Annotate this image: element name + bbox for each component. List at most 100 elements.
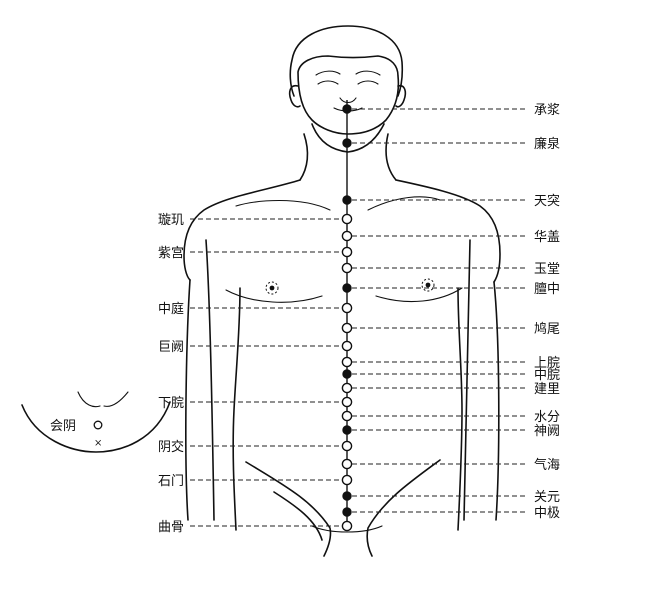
- right-pectoral: [375, 287, 463, 303]
- point-label-yutang: 玉堂: [534, 262, 560, 277]
- inset-label-huiyin: 会阴: [50, 419, 76, 434]
- left-shoulder: [183, 179, 301, 281]
- point-marker-yutang: [341, 262, 353, 274]
- point-label-shimen: 石门: [158, 474, 184, 489]
- point-marker-shangwan: [341, 356, 353, 368]
- point-label-chengjiang: 承浆: [534, 103, 560, 118]
- point-label-shenque: 神阙: [534, 424, 560, 439]
- acupoint-xiawan: 下脘: [158, 396, 353, 411]
- acupoint-xuanji: 璇玑: [158, 213, 353, 228]
- body-outline: [183, 25, 501, 557]
- left-nipple: [265, 281, 279, 295]
- left-clavicle: [235, 199, 331, 211]
- point-label-xuanji: 璇玑: [158, 213, 184, 228]
- point-marker-xiawan: [341, 396, 353, 408]
- point-label-zhongwan: 中脘: [534, 368, 560, 383]
- point-marker-yinjiao: [341, 440, 353, 452]
- acupoint-shimen: 石门: [158, 474, 353, 489]
- point-marker-zhongwan: [342, 369, 352, 379]
- acupoint-yinjiao: 阴交: [158, 439, 353, 455]
- acupoint-huagai: 华盖: [341, 230, 560, 245]
- point-label-lianquan: 廉泉: [534, 136, 560, 152]
- point-label-shuifen: 水分: [534, 410, 560, 425]
- acupoint-qihai: 气海: [341, 457, 560, 473]
- acupoint-zhongji: 中极: [342, 506, 560, 521]
- acupoint-yutang: 玉堂: [341, 262, 560, 277]
- point-marker-jiuwei: [341, 322, 353, 334]
- left-arm: [185, 239, 215, 521]
- neck-right: [385, 133, 397, 181]
- left-ear: [288, 84, 301, 108]
- point-marker-zhongji: [342, 507, 352, 517]
- point-marker-zigong: [341, 246, 353, 258]
- point-label-guanyuan: 关元: [534, 490, 560, 505]
- point-label-huagai: 华盖: [534, 230, 560, 245]
- right-brow: [355, 70, 381, 76]
- inset-anus-mark: ×: [94, 438, 102, 449]
- thigh-left: [273, 491, 323, 541]
- neck-left: [299, 133, 309, 181]
- head-outline: [289, 25, 404, 97]
- acupoint-shenque: 神阙: [342, 424, 560, 439]
- point-marker-qugu: [341, 520, 353, 532]
- right-eye: [357, 80, 379, 85]
- point-label-juque: 巨阙: [158, 340, 184, 355]
- point-marker-chengjiang: [342, 104, 352, 114]
- right-arm: [463, 239, 500, 521]
- torso-right: [457, 287, 463, 531]
- jaw-line: [311, 123, 385, 153]
- point-marker-huagai: [341, 230, 353, 242]
- acupoint-zigong: 紫宫: [158, 246, 353, 261]
- point-label-zhongting: 中庭: [158, 301, 184, 317]
- right-clavicle: [367, 196, 441, 211]
- torso-left: [232, 287, 241, 531]
- acupoint-zhongting: 中庭: [158, 301, 353, 317]
- acupoint-shangwan: 上脘: [341, 356, 560, 371]
- acupoint-lianquan: 廉泉: [342, 136, 560, 152]
- acupoint-danzhong: 膻中: [342, 282, 560, 297]
- right-shoulder: [395, 179, 501, 283]
- face-outline: [297, 55, 400, 135]
- point-label-jiuwei: 鸠尾: [534, 321, 560, 337]
- nose: [339, 97, 357, 104]
- right-ear: [395, 84, 407, 108]
- point-marker-jianli: [341, 382, 353, 394]
- perineum-inset: 会阴 ×: [21, 391, 171, 453]
- point-marker-juque: [341, 340, 353, 352]
- acupoints-layer: 承浆廉泉天突璇玑华盖紫宫玉堂膻中中庭鸠尾巨阙上脘中脘建里下脘水分神阙阴交气海石门…: [158, 103, 560, 535]
- acupoint-zhongwan: 中脘: [342, 368, 560, 383]
- point-label-danzhong: 膻中: [534, 282, 560, 297]
- pubic-line: [311, 525, 383, 533]
- acupoint-tiantu: 天突: [342, 193, 560, 209]
- point-marker-lianquan: [342, 138, 352, 148]
- point-label-zigong: 紫宫: [158, 246, 184, 261]
- acupoint-shuifen: 水分: [341, 410, 560, 425]
- acupoint-jianli: 建里: [341, 382, 560, 397]
- point-marker-shuifen: [341, 410, 353, 422]
- point-marker-xuanji: [341, 213, 353, 225]
- acupoint-qugu: 曲骨: [158, 520, 353, 535]
- acupoint-juque: 巨阙: [158, 340, 353, 355]
- left-pectoral: [225, 289, 323, 303]
- inset-huiyin-point: [93, 420, 103, 430]
- point-label-jianli: 建里: [534, 382, 560, 397]
- point-marker-guanyuan: [342, 491, 352, 501]
- groin-right: [366, 459, 441, 557]
- point-label-qihai: 气海: [534, 457, 560, 473]
- acupoint-jiuwei: 鸠尾: [341, 321, 560, 337]
- inset-left-curve: [77, 391, 101, 408]
- inset-right-curve: [103, 391, 129, 407]
- point-marker-shenque: [342, 425, 352, 435]
- point-label-xiawan: 下脘: [158, 396, 184, 411]
- groin-left: [245, 461, 332, 557]
- inset-outline: [21, 401, 171, 453]
- point-label-qugu: 曲骨: [158, 520, 184, 535]
- left-brow: [315, 70, 341, 76]
- point-marker-zhongting: [341, 302, 353, 314]
- acupoint-chengjiang: 承浆: [342, 103, 560, 118]
- point-marker-danzhong: [342, 283, 352, 293]
- point-label-yinjiao: 阴交: [158, 439, 184, 455]
- right-nipple: [421, 278, 435, 292]
